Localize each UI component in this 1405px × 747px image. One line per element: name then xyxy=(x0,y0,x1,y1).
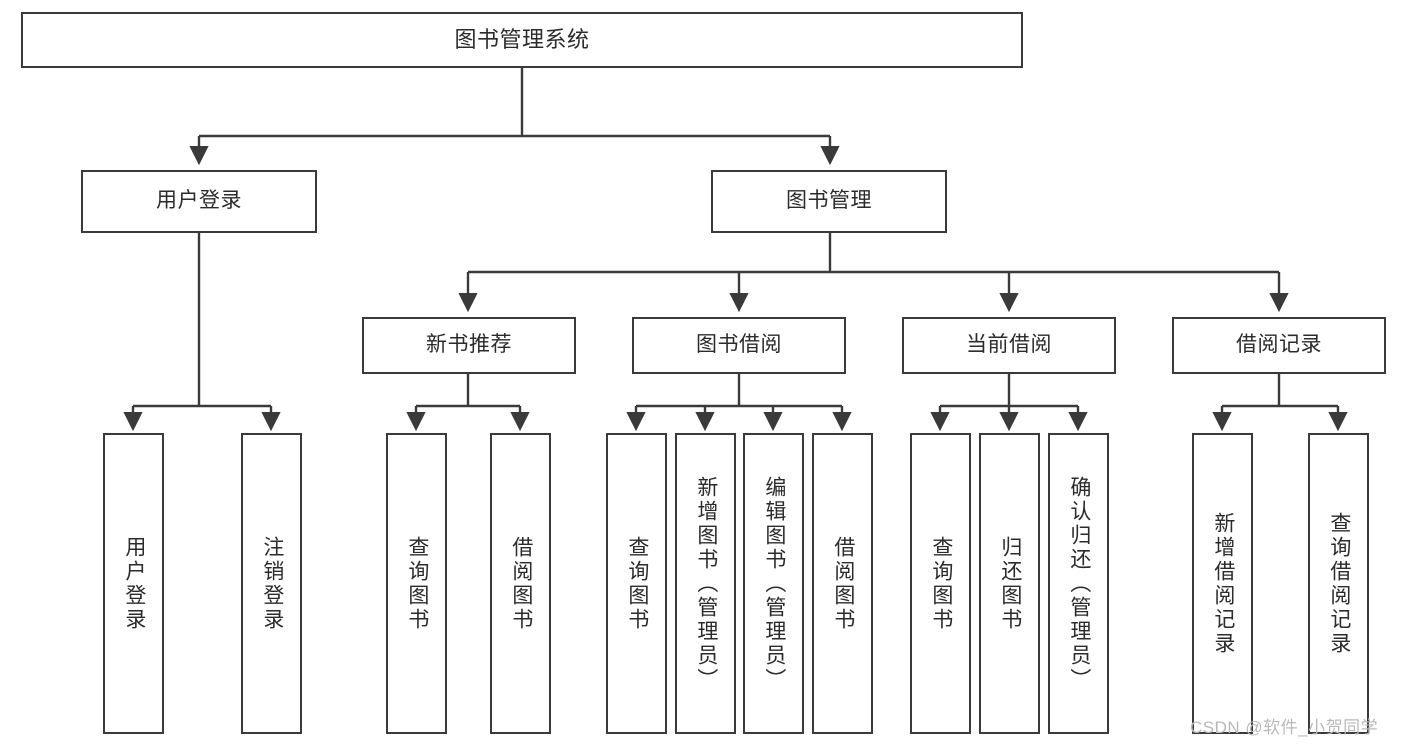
leaf-add-book[interactable]: 新增图书（管理员） xyxy=(675,433,736,734)
leaf-return-book[interactable]: 归还图书 xyxy=(979,433,1040,734)
leaf-confirm-return-label: 确认归还（管理员） xyxy=(1067,475,1091,692)
node-book-borrow-label: 图书借阅 xyxy=(696,333,782,357)
leaf-query-book-1-label: 查询图书 xyxy=(405,535,429,632)
leaf-query-record[interactable]: 查询借阅记录 xyxy=(1308,433,1369,734)
node-current-borrow-label: 当前借阅 xyxy=(966,333,1052,357)
node-new-book-recommend-label: 新书推荐 xyxy=(426,333,512,357)
leaf-add-record[interactable]: 新增借阅记录 xyxy=(1192,433,1253,734)
leaf-user-login-label: 用户登录 xyxy=(122,535,146,632)
leaf-borrow-book-2[interactable]: 借阅图书 xyxy=(812,433,873,734)
leaf-logout-login-label: 注销登录 xyxy=(260,535,284,632)
leaf-borrow-book-2-label: 借阅图书 xyxy=(831,535,855,632)
leaf-logout-login[interactable]: 注销登录 xyxy=(241,433,302,734)
csdn-watermark: CSDN @软件_小贺同学 xyxy=(1190,718,1379,737)
node-borrow-record-label: 借阅记录 xyxy=(1236,333,1322,357)
leaf-query-book-2[interactable]: 查询图书 xyxy=(606,433,667,734)
leaf-edit-book[interactable]: 编辑图书（管理员） xyxy=(743,433,804,734)
node-user-login[interactable]: 用户登录 xyxy=(81,170,317,233)
leaf-query-book-2-label: 查询图书 xyxy=(625,535,649,632)
leaf-confirm-return[interactable]: 确认归还（管理员） xyxy=(1048,433,1109,734)
node-root[interactable]: 图书管理系统 xyxy=(21,12,1023,68)
leaf-user-login[interactable]: 用户登录 xyxy=(103,433,164,734)
node-book-management[interactable]: 图书管理 xyxy=(711,170,947,233)
node-current-borrow[interactable]: 当前借阅 xyxy=(902,317,1116,374)
node-book-borrow[interactable]: 图书借阅 xyxy=(632,317,846,374)
leaf-query-book-3-label: 查询图书 xyxy=(929,535,953,632)
leaf-borrow-book-1-label: 借阅图书 xyxy=(509,535,533,632)
leaf-edit-book-label: 编辑图书（管理员） xyxy=(762,475,786,692)
leaf-add-book-label: 新增图书（管理员） xyxy=(694,475,718,692)
leaf-borrow-book-1[interactable]: 借阅图书 xyxy=(490,433,551,734)
leaf-return-book-label: 归还图书 xyxy=(998,535,1022,632)
node-user-login-label: 用户登录 xyxy=(156,189,242,213)
node-new-book-recommend[interactable]: 新书推荐 xyxy=(362,317,576,374)
leaf-add-record-label: 新增借阅记录 xyxy=(1211,511,1235,656)
leaf-query-book-3[interactable]: 查询图书 xyxy=(910,433,971,734)
node-book-management-label: 图书管理 xyxy=(786,189,872,213)
node-borrow-record[interactable]: 借阅记录 xyxy=(1172,317,1386,374)
leaf-query-record-label: 查询借阅记录 xyxy=(1327,511,1351,656)
node-root-label: 图书管理系统 xyxy=(454,27,590,53)
leaf-query-book-1[interactable]: 查询图书 xyxy=(386,433,447,734)
